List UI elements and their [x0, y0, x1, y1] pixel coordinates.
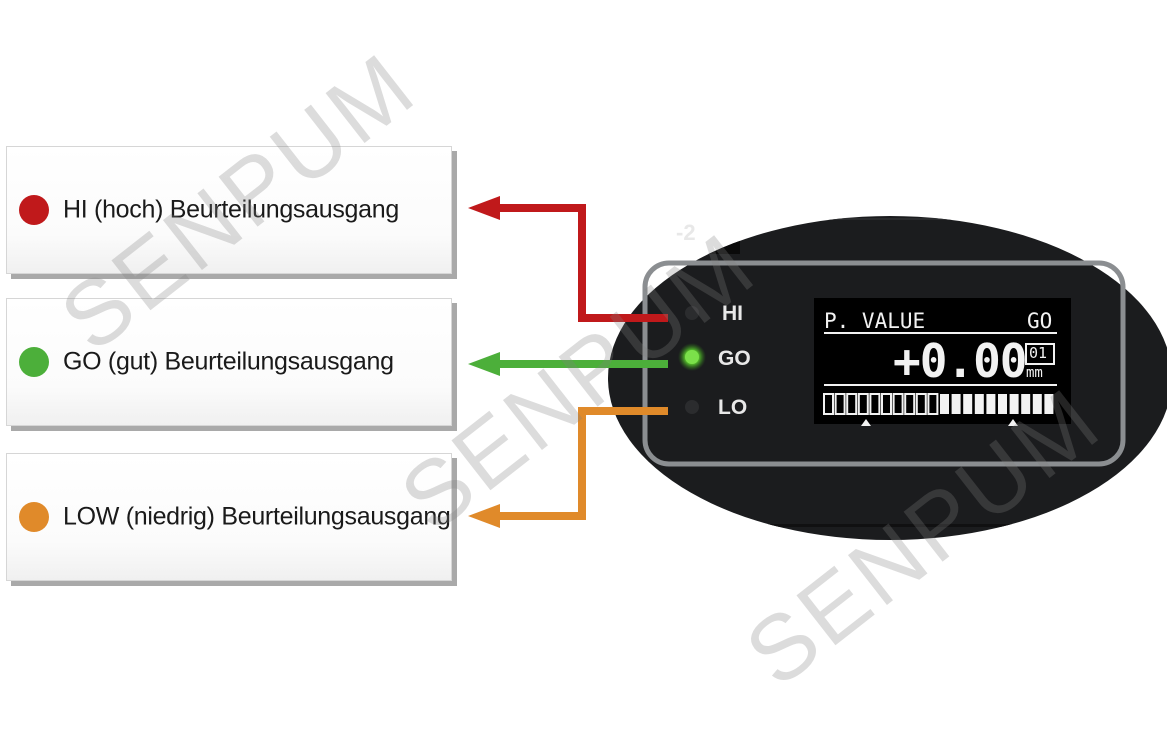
bar-segment	[986, 394, 996, 414]
bar-segment	[834, 393, 846, 415]
bar-segment	[974, 394, 984, 414]
indicator-label-go: GO	[718, 347, 751, 370]
display-value: +0.00	[893, 334, 1027, 388]
bar-segment	[869, 393, 881, 415]
bar-segment	[927, 393, 939, 415]
bar-segment	[823, 393, 834, 415]
bar-segment	[846, 393, 858, 415]
orange-status-dot-icon	[19, 502, 49, 532]
legend-box-lo: LOW (niedrig) Beurteilungsausgang	[6, 453, 452, 581]
red-status-dot-icon	[19, 195, 49, 225]
legend-box-go: GO (gut) Beurteilungsausgang	[6, 298, 452, 426]
lo-arrow	[500, 407, 668, 520]
display-mode: P. VALUE	[824, 309, 926, 333]
device-tab	[608, 218, 740, 254]
bar-segment	[892, 393, 904, 415]
display-judgement: GO	[1027, 309, 1053, 333]
bar-segment	[857, 393, 869, 415]
indicator-label-lo: LO	[718, 396, 748, 419]
hi-led-icon	[685, 306, 699, 320]
legend-label-go: GO (gut) Beurteilungsausgang	[63, 347, 394, 376]
indicator-label-hi: HI	[722, 302, 743, 325]
bar-segment	[915, 393, 927, 415]
bar-segment	[1009, 394, 1019, 414]
legend-label-lo: LOW (niedrig) Beurteilungsausgang	[63, 502, 451, 531]
bar-segment	[1021, 394, 1031, 414]
bar-segment	[904, 393, 916, 415]
legend-box-hi: HI (hoch) Beurteilungsausgang	[6, 146, 452, 274]
resolution-box	[1025, 343, 1055, 365]
bar-segment	[1044, 394, 1054, 414]
bar-segment	[940, 394, 949, 414]
go-led-icon	[685, 350, 699, 364]
lo-led-icon	[685, 400, 699, 414]
upper-limit-marker-icon	[1008, 419, 1018, 426]
lo-arrowhead-icon	[468, 504, 500, 528]
bar-segment	[1032, 394, 1042, 414]
bar-segment	[998, 394, 1007, 414]
hi-arrow	[500, 204, 668, 322]
bar-segment	[951, 394, 961, 414]
go-arrowhead-icon	[468, 352, 500, 376]
bar-segment	[881, 393, 892, 415]
device-tab-label: -2	[676, 220, 696, 245]
green-status-dot-icon	[19, 347, 49, 377]
bar-graph	[823, 393, 1054, 415]
display-unit: mm	[1026, 365, 1043, 381]
legend-label-hi: HI (hoch) Beurteilungsausgang	[63, 195, 399, 224]
lower-limit-marker-icon	[861, 419, 871, 426]
hi-arrowhead-icon	[468, 196, 500, 220]
display-resolution: 01	[1029, 344, 1048, 362]
bar-segment	[963, 394, 973, 414]
